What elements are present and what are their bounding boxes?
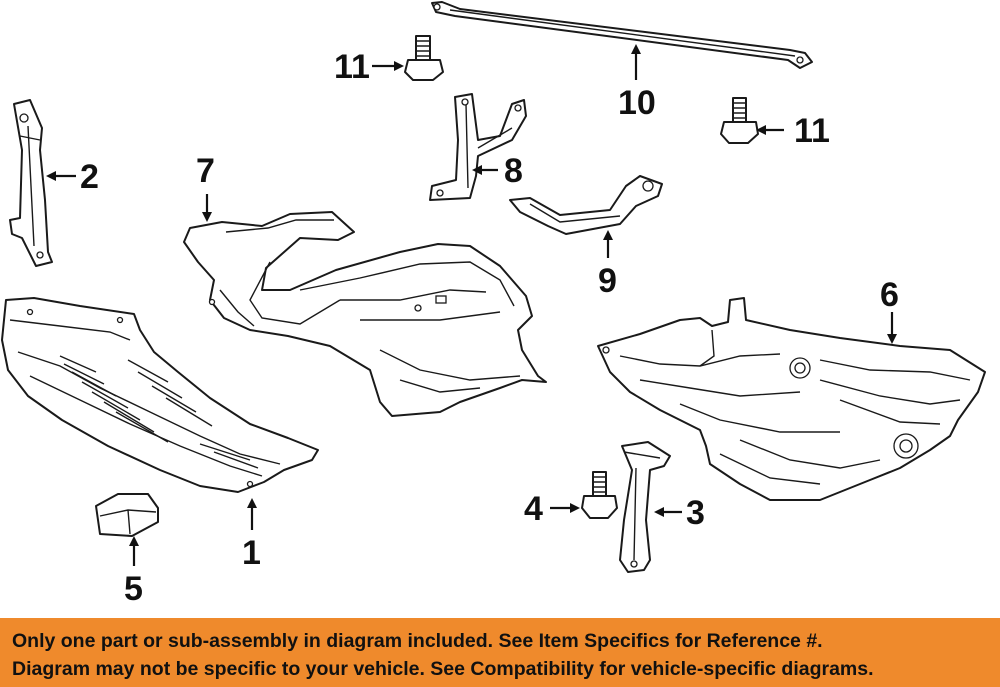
leader-arrows [46,44,897,566]
callout-10: 10 [618,84,656,122]
part-4-bolt [581,471,618,519]
callout-4: 4 [524,490,543,528]
part-5-clip [95,493,159,537]
part-2-bracket [9,99,53,267]
part-11-bolt-left [404,35,444,81]
part-10-support-bar [431,1,813,69]
part-7-undercover [183,211,547,417]
parts-diagram: 11 11 10 2 8 7 9 6 4 3 1 5 [1,1,986,608]
part-6-rear-undercover [597,297,986,501]
callout-7: 7 [196,152,215,190]
disclaimer-line-1: Only one part or sub-assembly in diagram… [12,630,823,652]
part-3-bracket [619,441,671,573]
callout-6: 6 [880,276,899,314]
part-11-bolt-right [720,97,759,144]
callout-5: 5 [124,570,143,608]
callout-1: 1 [242,534,261,572]
part-9-bracket [509,175,663,235]
callout-2: 2 [80,158,99,196]
disclaimer-banner: Only one part or sub-assembly in diagram… [0,618,1000,687]
part-1-front-undercover [1,297,319,493]
callout-11-left: 11 [334,48,370,86]
part-8-bracket [429,93,527,201]
callout-11-right: 11 [794,112,830,150]
disclaimer-line-2: Diagram may not be specific to your vehi… [12,658,874,680]
callout-8: 8 [504,152,523,190]
callout-3: 3 [686,494,705,532]
callout-9: 9 [598,262,617,300]
